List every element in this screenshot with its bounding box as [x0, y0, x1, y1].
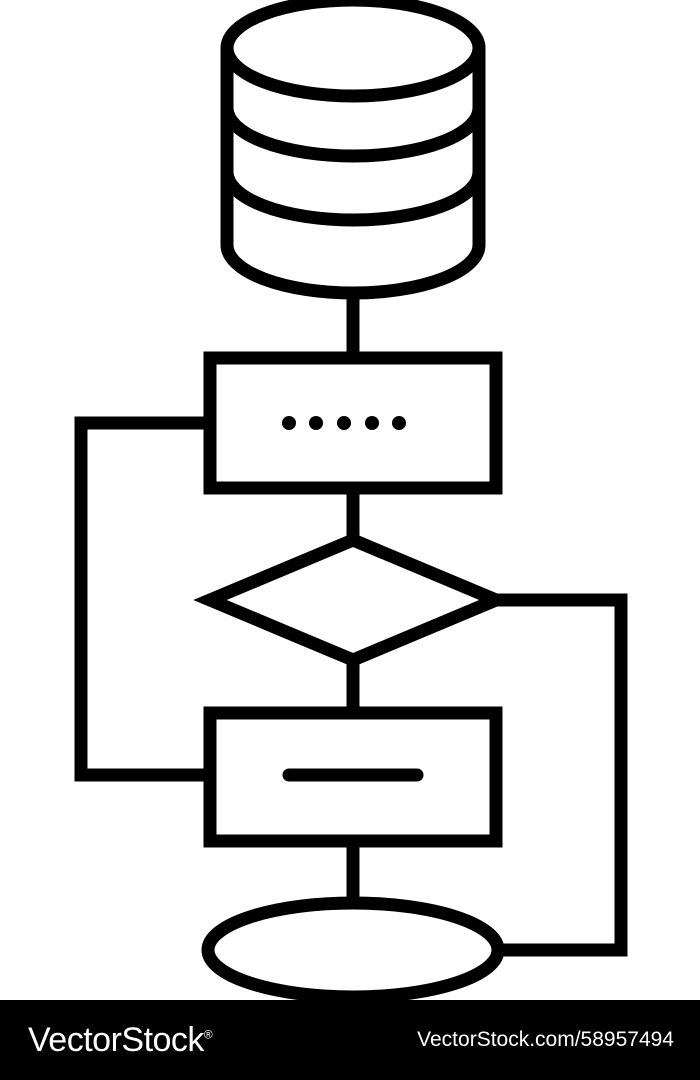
dot — [337, 416, 351, 430]
database-top — [220, 0, 486, 103]
database-body — [220, 48, 486, 300]
dot — [309, 416, 323, 430]
flowchart-diagram — [74, 0, 628, 1000]
process-box-1 — [203, 351, 503, 495]
flowchart-canvas — [74, 0, 628, 1000]
loop-right-connector — [496, 593, 628, 957]
ellipsis-dots-icon — [282, 416, 406, 430]
image-id: VectorStock.com/58957494 — [417, 1028, 674, 1051]
decision-diamond — [193, 532, 513, 668]
process-box-2 — [203, 706, 503, 848]
loop-left-connector — [74, 416, 210, 782]
database-ring-2 — [220, 171, 486, 227]
dot — [282, 416, 296, 430]
terminator-ellipse — [201, 896, 505, 1000]
dot — [392, 416, 406, 430]
vectorstock-logo: VectorStock® — [28, 1020, 213, 1060]
brand-name: VectorStock — [28, 1020, 204, 1059]
database-icon — [220, 0, 486, 300]
database-ring-1 — [220, 107, 486, 163]
dot — [365, 416, 379, 430]
watermark-footer: VectorStock® VectorStock.com/58957494 — [0, 1000, 700, 1080]
registered-mark: ® — [203, 1027, 213, 1042]
